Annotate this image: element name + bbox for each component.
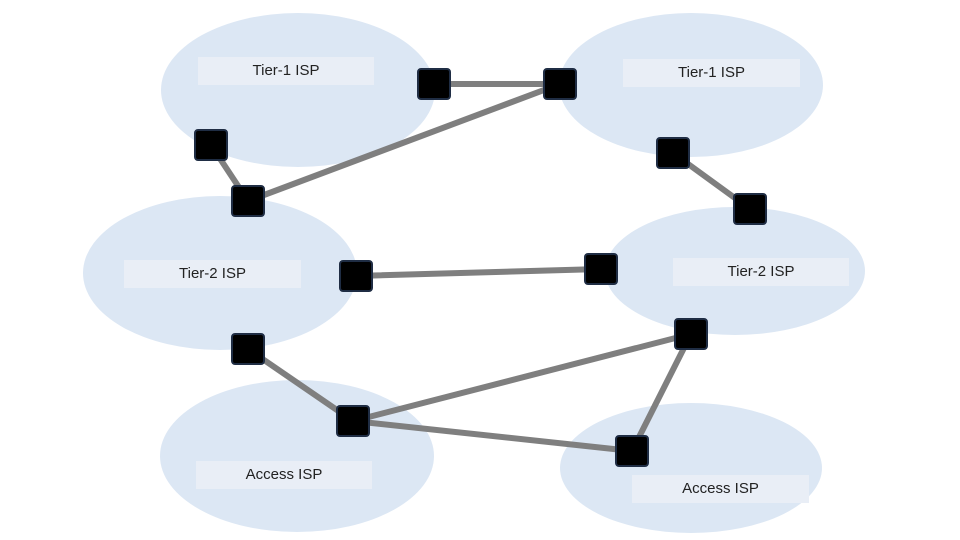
link-r11-r12 <box>629 331 694 454</box>
router-r7 <box>656 137 690 169</box>
router-r6 <box>584 253 618 285</box>
link-r4-r2 <box>245 81 563 204</box>
router-r5 <box>339 260 373 292</box>
isp-label-tier1-left: Tier-1 ISP <box>198 57 374 85</box>
link-r5-r6 <box>353 266 604 279</box>
router-r3 <box>194 129 228 161</box>
isp-label-access-right: Access ISP <box>632 475 809 503</box>
router-r12 <box>615 435 649 467</box>
link-r10-r11 <box>350 331 694 424</box>
isp-label-tier2-left: Tier-2 ISP <box>124 260 301 288</box>
router-r4 <box>231 185 265 217</box>
link-r10-r12 <box>350 418 635 454</box>
router-r2 <box>543 68 577 100</box>
isp-label-access-left: Access ISP <box>196 461 372 489</box>
router-r11 <box>674 318 708 350</box>
router-r8 <box>733 193 767 225</box>
link-r9-r10 <box>245 346 356 424</box>
isp-label-tier2-right: Tier-2 ISP <box>673 258 849 286</box>
isp-label-tier1-right: Tier-1 ISP <box>623 59 800 87</box>
cloud-access-right <box>560 403 822 533</box>
router-r1 <box>417 68 451 100</box>
cloud-access-left <box>160 380 434 532</box>
router-r10 <box>336 405 370 437</box>
cloud-tier1-left <box>161 13 435 167</box>
router-r9 <box>231 333 265 365</box>
